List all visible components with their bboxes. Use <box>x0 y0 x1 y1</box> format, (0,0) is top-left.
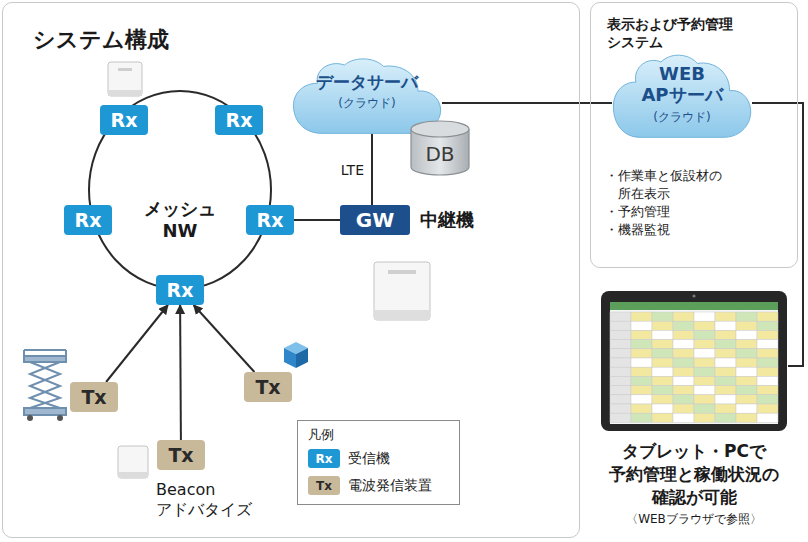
receiver-box: Rx <box>215 105 263 135</box>
bullet-item: ・作業車と仮設材の所在表示 <box>605 167 727 203</box>
caption-text: タブレット・PCで 予約管理と稼働状況の 確認が可能 <box>590 440 798 509</box>
node-label: GW <box>356 208 394 232</box>
caption-note: 〈WEBブラウザで参照〉 <box>590 511 798 528</box>
transmitter-box: Tx <box>70 382 118 412</box>
node-sublabel: (クラウド) <box>292 95 442 112</box>
node-label: Rx <box>167 279 194 301</box>
cloud-outline <box>292 56 442 134</box>
node-sublabel: 中継機 <box>420 208 474 232</box>
receiver-box: Rx <box>100 105 148 135</box>
tablet-screen <box>600 290 788 432</box>
legend-swatch: Rx <box>308 449 340 468</box>
scissor-lift-icon <box>24 350 66 421</box>
node-label: データサーバ <box>292 71 442 94</box>
tablet-device: タブレット・PCで 予約管理と稼働状況の 確認が可能〈WEBブラウザで参照〉 <box>600 290 788 432</box>
connector <box>294 219 340 221</box>
database-cylinder: DB <box>410 120 470 176</box>
receiver-box: Rx <box>64 205 112 235</box>
beacon-icon <box>118 446 148 478</box>
node-label: Tx <box>168 444 193 466</box>
box-heading: 表示および予約管理 システム <box>607 15 747 51</box>
panel-heading: システム構成 <box>33 25 169 55</box>
bullet-list: ・作業車と仮設材の所在表示・予約管理・機器監視 <box>605 167 727 239</box>
receiver-box: Rx <box>156 275 204 305</box>
bullet-item: ・予約管理 <box>605 203 727 221</box>
gateway-box: GW中継機 <box>340 205 410 235</box>
legend-text: 受信機 <box>348 450 390 468</box>
node-label: Tx <box>255 376 280 398</box>
node-label: メッシュ NW <box>138 198 222 241</box>
node-sublabel: (クラウド) <box>612 109 752 126</box>
connector-label: LTE <box>340 162 365 178</box>
cloud-server: データサーバ(クラウド) <box>292 56 442 134</box>
node-label: Rx <box>257 209 284 231</box>
node-label: Rx <box>111 109 138 131</box>
system-box: 表示および予約管理 システム・作業車と仮設材の所在表示・予約管理・機器監視WEB… <box>590 2 798 268</box>
connector <box>106 305 168 382</box>
receiver-icon <box>108 62 142 96</box>
legend-swatch: Tx <box>308 476 340 495</box>
tablet-caption: タブレット・PCで 予約管理と稼働状況の 確認が可能〈WEBブラウザで参照〉 <box>590 440 798 528</box>
node-label: Rx <box>75 209 102 231</box>
connector <box>371 134 373 205</box>
receiver-box: Rx <box>246 205 294 235</box>
legend-text: 電波発信装置 <box>348 477 432 495</box>
node-label: Rx <box>226 109 253 131</box>
cloud-server: WEB APサーバ (クラウド) <box>612 52 752 138</box>
node-label: Tx <box>81 386 106 408</box>
connector <box>194 305 255 372</box>
node-label: WEB APサーバ <box>612 64 752 105</box>
system-panel: システム構成メッシュ NWRxRxRxRxRxデータサーバ(クラウド)DBGW中… <box>2 2 580 538</box>
gateway-icon <box>374 262 430 320</box>
bullet-item: ・機器監視 <box>605 221 727 239</box>
connector <box>179 305 182 440</box>
connector <box>442 102 612 104</box>
connector <box>752 103 803 366</box>
legend-sample-label: Tx <box>316 479 332 493</box>
legend-title: 凡例 <box>308 426 334 444</box>
transmitter-box: Tx <box>244 372 292 402</box>
node-label: DB <box>410 142 470 166</box>
container-icon <box>284 342 308 368</box>
legend-sample-label: Rx <box>316 452 333 466</box>
legend-box: 凡例 Rx 受信機 Tx 電波発信装置 <box>297 420 460 505</box>
caption-label: Beacon アドバタイズ <box>156 480 266 520</box>
transmitter-box: Tx <box>157 440 205 470</box>
